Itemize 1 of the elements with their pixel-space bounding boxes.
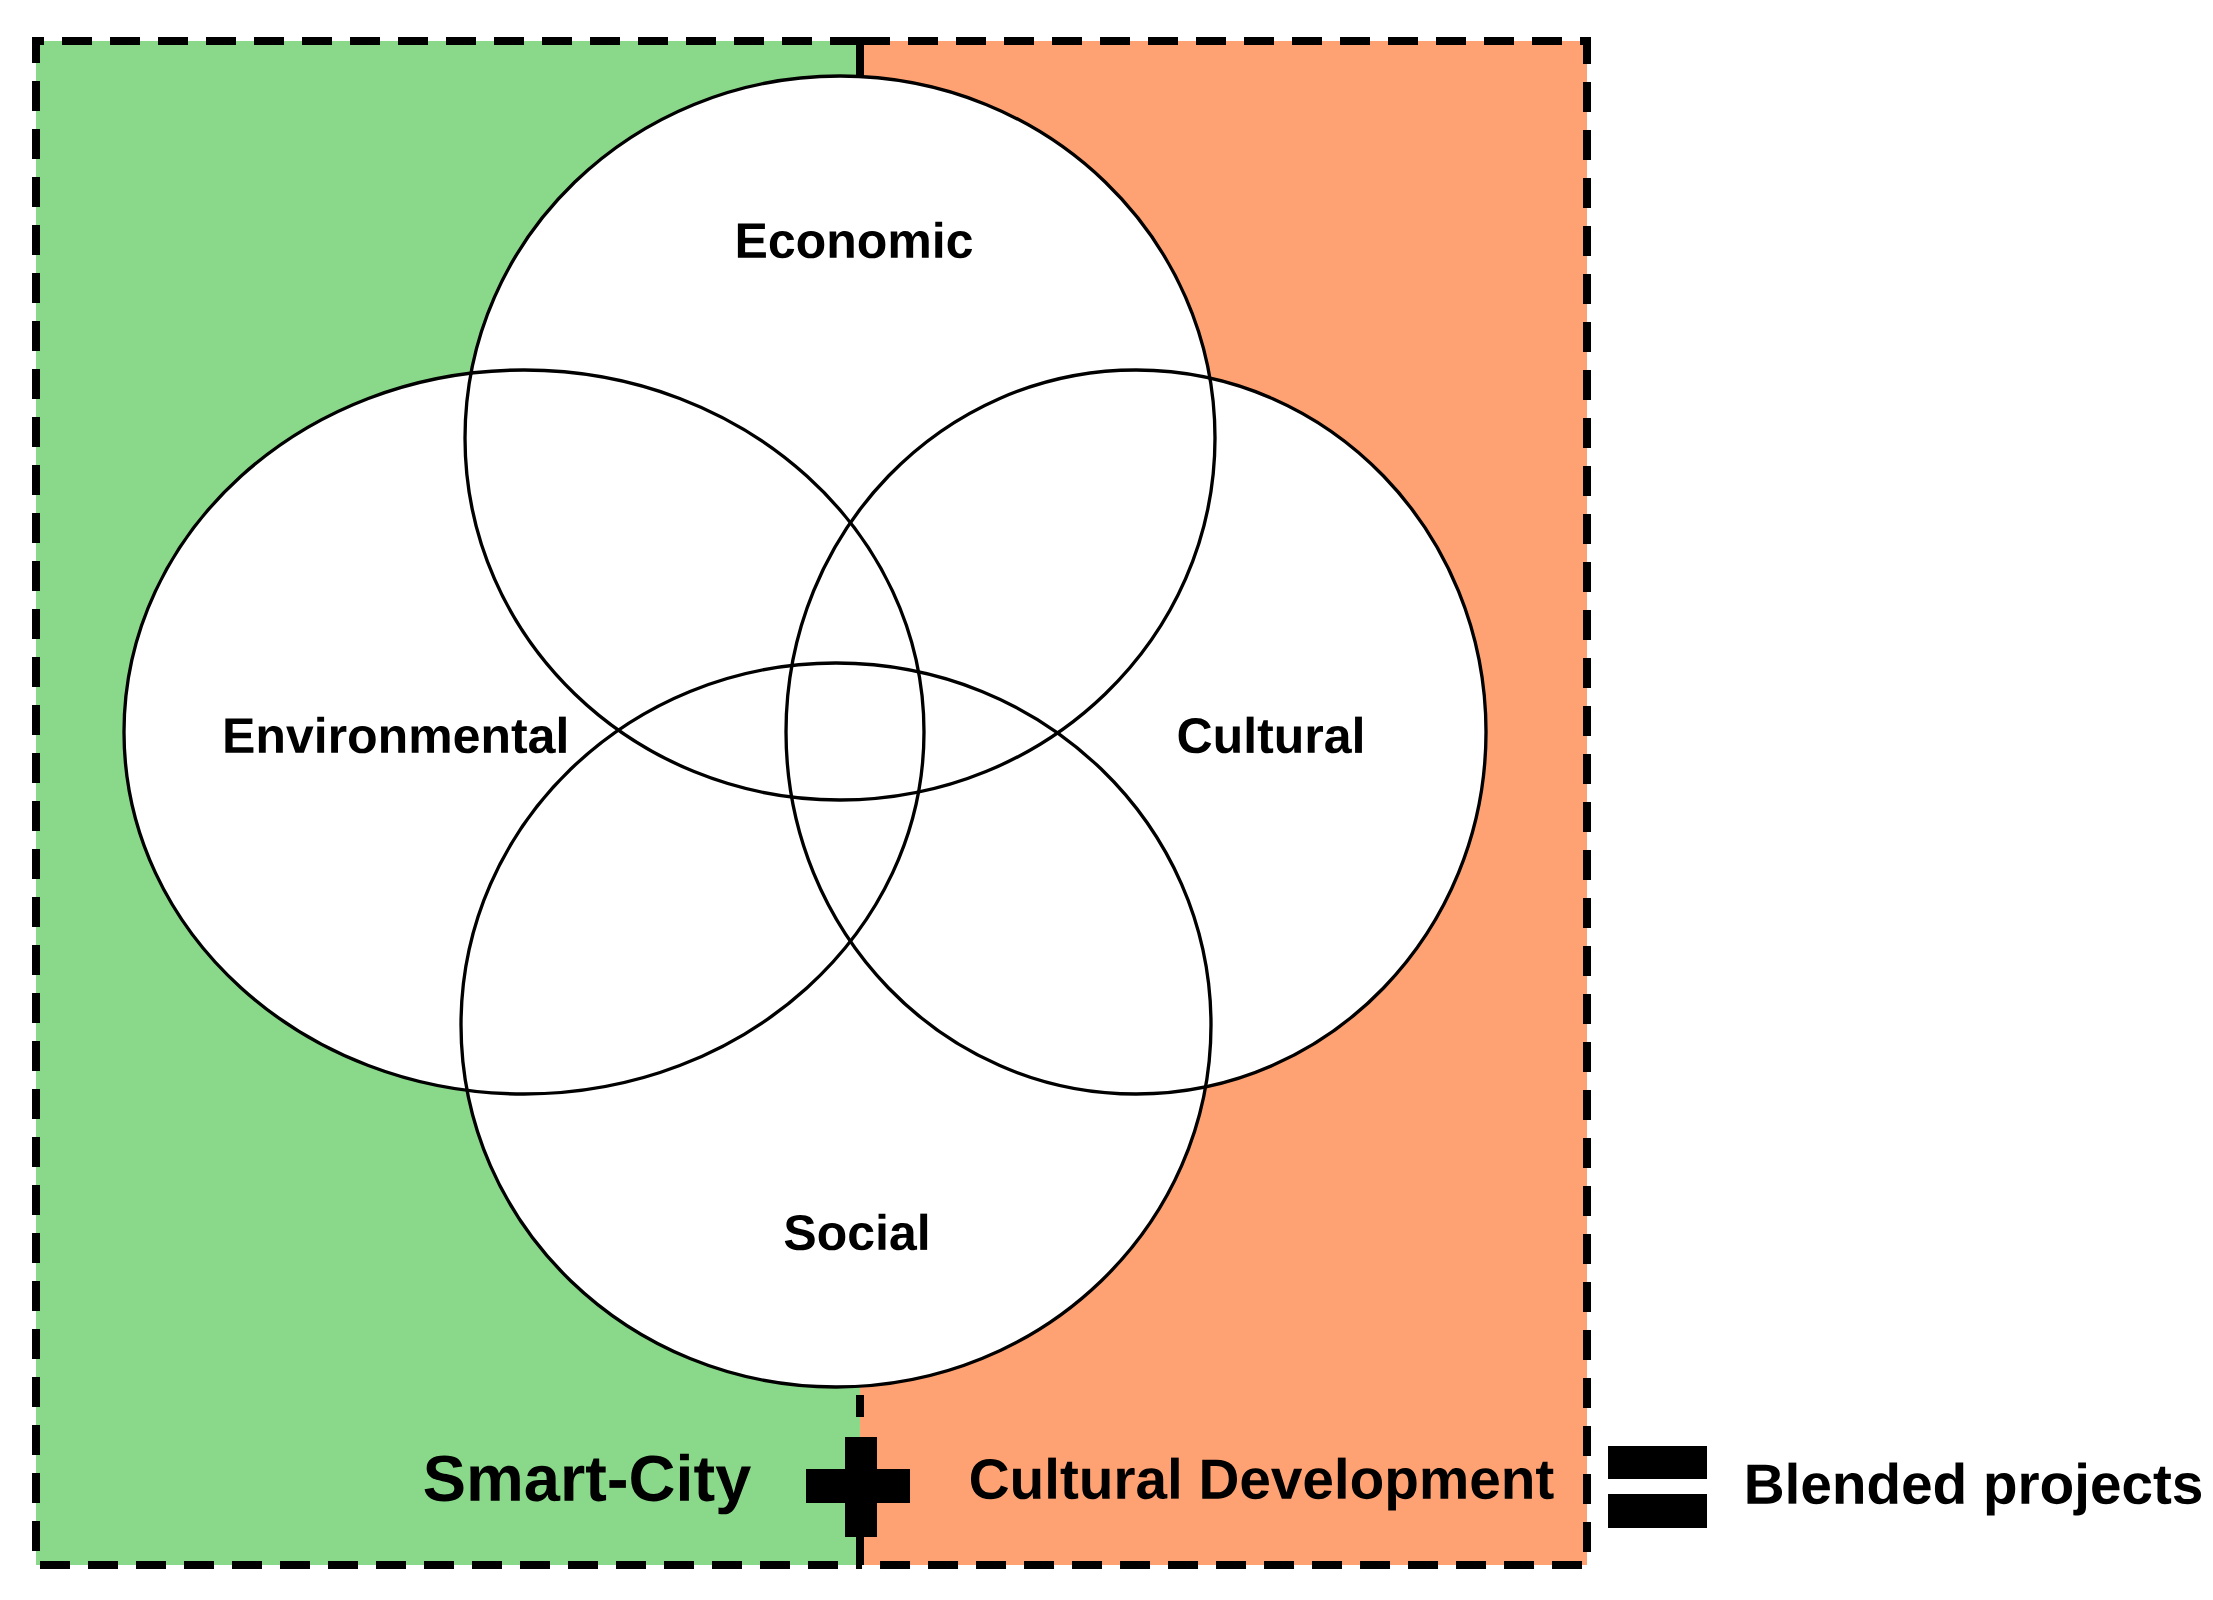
result-label: Blended projects bbox=[1747, 1462, 2201, 1516]
